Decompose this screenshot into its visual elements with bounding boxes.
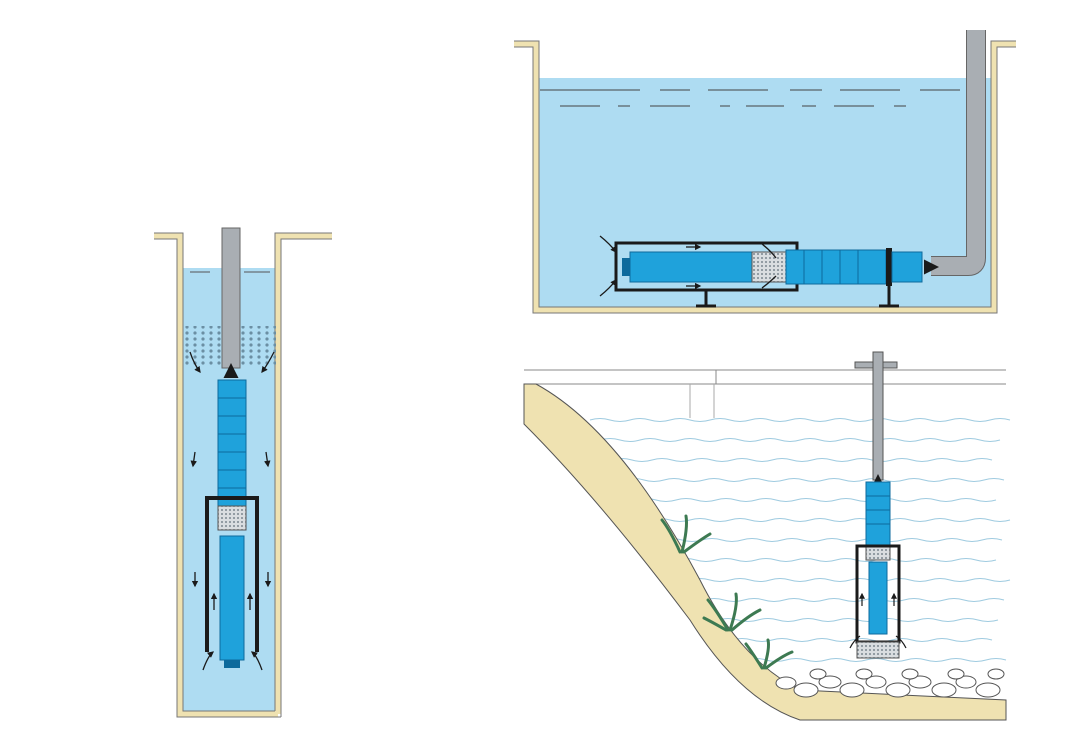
vertical-pump [217,379,247,668]
lake-flow-arrows [849,592,907,649]
riser-pipe [221,227,241,369]
lake-intake-basket [856,641,900,659]
support-left [696,290,716,308]
well-right-wall [275,233,332,714]
cooling-shroud [205,496,259,652]
tank-wall [514,41,1016,313]
pump-intake-screen [751,251,787,283]
horizontal-shroud [614,241,799,292]
lake-pump [865,481,891,635]
horizontal-tank-diagram [514,30,1016,314]
pump-motor [629,251,753,283]
pump-intake-screen [217,505,247,531]
tank-flow-arrows [599,235,777,297]
lake-riser-pipe [872,351,884,481]
tank-wall-outline [514,40,1016,314]
well-left-wall-outline [154,232,281,718]
lake-water [590,418,1006,690]
well-left-wall [154,233,278,717]
vertical-well-diagram [154,227,332,718]
support-right [879,284,899,308]
lake-installation-diagram [523,351,1011,721]
tank-surface-lines [540,89,960,107]
aquatic-plants [660,514,794,670]
lake-bank [523,383,1007,721]
pump-intake-screen [865,545,891,561]
lake-bed-stones [775,668,1005,698]
horizontal-pump [622,248,923,286]
well-right-wall-outline [274,232,332,717]
pump-motor [868,561,888,635]
flow-arrows [189,351,275,671]
pump-motor [219,535,245,661]
